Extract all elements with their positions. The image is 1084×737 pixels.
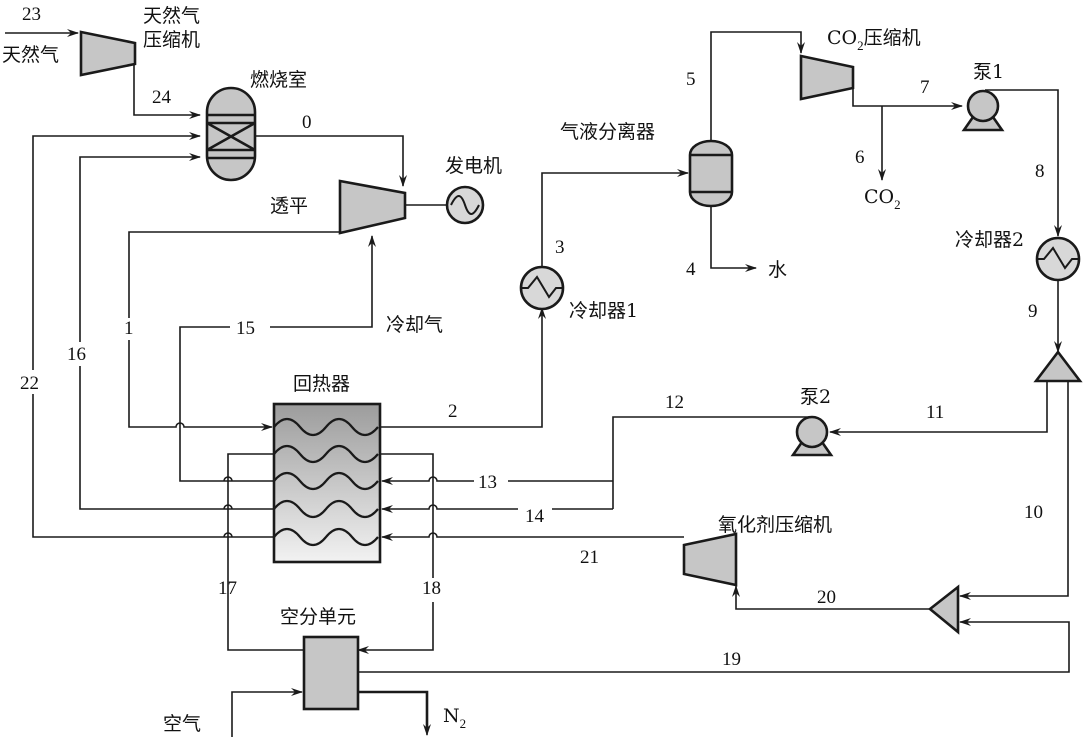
stream-label-8: 8 — [1035, 161, 1045, 182]
stream-label-19: 19 — [722, 649, 741, 670]
recuperator-label: 回热器 — [293, 373, 350, 395]
pump2-label: 泵2 — [800, 386, 831, 408]
stream-12 — [612, 416, 812, 509]
ng-compressor-label-1: 天然气 — [143, 5, 200, 27]
stream-label-1: 1 — [124, 318, 134, 339]
stream-15 — [179, 235, 376, 482]
air-label: 空气 — [163, 713, 201, 735]
stream-label-9: 9 — [1028, 301, 1038, 322]
ng-compressor-label-2: 压缩机 — [143, 29, 200, 51]
stream-20 — [732, 585, 930, 610]
mixer[interactable] — [927, 584, 960, 635]
stream-label-12: 12 — [665, 392, 684, 413]
cooler2-label: 冷却器2 — [955, 229, 1024, 251]
zigzag-icon — [1037, 246, 1079, 270]
stream-label-23: 23 — [22, 4, 41, 25]
recuperator[interactable] — [272, 402, 382, 564]
ng-compressor[interactable] — [79, 30, 137, 77]
oxidant-compressor-label: 氧化剂压缩机 — [718, 514, 832, 536]
co2-product-label: CO2 — [864, 186, 901, 212]
stream-lines — [5, 29, 1070, 737]
stream-0 — [255, 135, 407, 187]
stream-21 — [381, 532, 684, 541]
stream-label-3: 3 — [555, 237, 565, 258]
co2-compressor[interactable] — [799, 54, 855, 101]
stream-10 — [959, 381, 1069, 600]
stream-label-16: 16 — [67, 344, 86, 365]
cooling-gas-label: 冷却气 — [386, 314, 443, 336]
stream-2 — [380, 307, 546, 428]
splitter[interactable] — [1033, 349, 1083, 383]
pump1-label: 泵1 — [973, 61, 1004, 83]
cooler-2[interactable] — [1035, 236, 1081, 282]
air-separation-unit[interactable] — [302, 635, 360, 711]
cooler-1[interactable] — [519, 265, 565, 311]
n2-outlet — [358, 690, 429, 730]
asu-label: 空分单元 — [280, 606, 356, 628]
stream-8 — [985, 89, 1062, 237]
equipment-labels: 天然气 压缩机 燃烧室 透平 发电机 冷却气 回热器 冷却器1 气液分离器 CO… — [143, 5, 1024, 628]
pump-2[interactable] — [790, 415, 834, 457]
pump-1[interactable] — [961, 89, 1005, 132]
stream-label-4: 4 — [686, 259, 696, 280]
combustor[interactable] — [205, 86, 257, 182]
generator-label: 发电机 — [445, 155, 502, 177]
stream-3 — [541, 169, 689, 267]
stream-7 — [852, 88, 963, 110]
gas-liquid-separator[interactable] — [688, 139, 734, 208]
stream-label-24: 24 — [152, 87, 172, 108]
stream-label-10: 10 — [1024, 502, 1043, 523]
combustor-label: 燃烧室 — [250, 69, 307, 91]
stream-11 — [829, 381, 1048, 436]
n2-label: N2 — [443, 705, 466, 731]
sine-icon — [450, 195, 480, 215]
stream-label-5: 5 — [686, 69, 696, 90]
stream-22 — [32, 132, 274, 538]
stream-1 — [128, 231, 340, 431]
stream-18 — [357, 453, 434, 654]
stream-14 — [381, 504, 613, 513]
stream-17 — [227, 453, 304, 651]
generator[interactable] — [445, 185, 485, 225]
turbine[interactable] — [338, 179, 407, 235]
stream-numbers: 0 1 2 3 4 5 6 7 8 9 10 11 12 13 14 15 16… — [18, 4, 1045, 670]
stream-label-2: 2 — [448, 401, 458, 422]
stream-4 — [710, 206, 757, 272]
stream-label-15: 15 — [236, 318, 255, 339]
turbine-label: 透平 — [270, 195, 308, 217]
recuperator-coils — [273, 417, 379, 547]
stream-5 — [710, 31, 805, 140]
stream-19 — [357, 618, 1070, 673]
stream-label-14: 14 — [525, 506, 545, 527]
crossing-hops — [223, 476, 233, 538]
separator-label: 气液分离器 — [560, 121, 655, 143]
stream-label-6: 6 — [855, 147, 865, 168]
stream-label-7: 7 — [920, 77, 930, 98]
stream-label-20: 20 — [817, 587, 836, 608]
stream-label-21: 21 — [580, 547, 599, 568]
air-inlet — [231, 688, 303, 737]
zigzag-icon — [521, 275, 563, 299]
io-labels: 天然气 空气 水 CO2 N2 — [2, 44, 901, 735]
natural-gas-label: 天然气 — [2, 44, 59, 66]
water-label: 水 — [768, 259, 787, 281]
stream-label-13: 13 — [478, 472, 497, 493]
stream-label-0: 0 — [302, 112, 312, 133]
co2-compressor-label: CO2压缩机 — [827, 27, 921, 53]
stream-label-18: 18 — [422, 578, 441, 599]
stream-label-17: 17 — [218, 578, 237, 599]
stream-24 — [133, 63, 201, 119]
oxidant-compressor[interactable] — [682, 532, 738, 587]
stream-label-22: 22 — [20, 373, 39, 394]
cooler1-label: 冷却器1 — [569, 300, 638, 322]
stream-label-11: 11 — [926, 402, 944, 423]
stream-16 — [79, 153, 274, 510]
